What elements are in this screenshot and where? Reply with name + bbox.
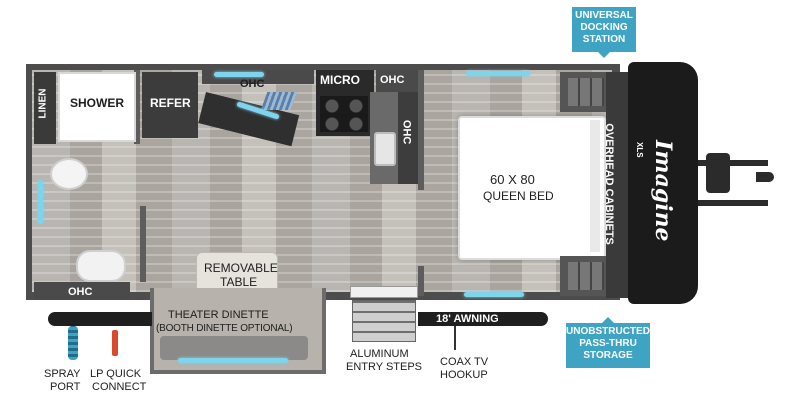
bath-partition xyxy=(140,206,146,282)
ohc-side-cabinet xyxy=(398,92,418,184)
shower-label: SHOWER xyxy=(70,96,124,110)
ohc-bottom-cabinet xyxy=(34,282,130,300)
hitch-coupler xyxy=(756,172,774,182)
bath-wall xyxy=(134,70,140,144)
lp-quick-connect-label-2: CONNECT xyxy=(92,381,147,393)
overhead-cabinets-label: OVERHEAD CABINETS xyxy=(602,123,615,245)
ohc-top-right xyxy=(376,70,418,92)
stove-burners xyxy=(320,96,368,132)
entry-door xyxy=(350,286,418,298)
micro-label: MICRO xyxy=(320,73,360,87)
bed-name-label: QUEEN BED xyxy=(483,189,554,203)
toilet xyxy=(50,158,88,190)
dinette-label: THEATER DINETTE xyxy=(168,309,269,321)
coax-label-2: HOOKUP xyxy=(440,369,488,381)
docking-callout-pointer xyxy=(598,52,610,58)
awning-label: 18' AWNING xyxy=(436,313,499,325)
dinette-optional-label: (BOOTH DINETTE OPTIONAL) xyxy=(156,323,293,334)
bedroom-partition xyxy=(418,266,424,296)
ohc-top-right-label: OHC xyxy=(380,74,405,86)
spray-port-hose xyxy=(68,326,78,360)
kitchen-partition xyxy=(418,70,424,190)
coax-hookup-line xyxy=(454,326,456,350)
tongue-jack xyxy=(706,153,730,193)
ohc-side-label: OHC xyxy=(400,119,413,145)
front-cap xyxy=(628,62,698,304)
dinette-window xyxy=(178,358,288,363)
kitchen-window xyxy=(214,72,264,77)
storage-callout-pointer xyxy=(602,317,614,323)
nightstand-bottom-drawers xyxy=(568,262,604,290)
refrigerator xyxy=(142,72,198,138)
bedroom-window-top xyxy=(466,71,530,76)
aluminum-steps-label-2: ENTRY STEPS xyxy=(346,361,423,373)
pass-thru-storage-callout: UNOBSTRUCTED PASS-THRU STORAGE xyxy=(566,323,650,368)
ohc-top-left-label: OHC xyxy=(240,78,265,90)
theater-seat xyxy=(160,336,308,360)
removable-table-label-2: TABLE xyxy=(220,275,258,289)
linen-cabinet xyxy=(34,72,56,144)
awning-rail-left xyxy=(48,312,152,326)
imagine-logo: Imagine XLS xyxy=(635,140,676,242)
coax-label-1: COAX TV xyxy=(440,356,489,368)
logo-brand: Imagine xyxy=(650,140,676,242)
hitch-frame xyxy=(698,160,768,206)
linen-label: LINEN xyxy=(37,88,49,119)
universal-docking-station-callout: UNIVERSAL DOCKING STATION xyxy=(572,7,636,52)
aluminum-steps-label-1: ALUMINUM xyxy=(350,348,409,360)
aluminum-entry-steps xyxy=(352,300,416,342)
refer-label: REFER xyxy=(150,96,191,110)
bedroom-window-bottom xyxy=(464,292,524,297)
bed-size-label: 60 x 80 xyxy=(490,172,535,187)
ohc-bottom-label: OHC xyxy=(68,286,93,298)
bath-window xyxy=(38,180,43,224)
overhead-cabinets xyxy=(606,72,628,298)
lp-quick-connect-label-1: LP QUICK xyxy=(90,368,142,380)
bed-pillows xyxy=(590,120,600,252)
shower-stall xyxy=(58,72,136,142)
logo-sub: XLS xyxy=(635,142,644,158)
awning-rail xyxy=(418,312,548,326)
lp-quick-connect-fitting xyxy=(112,330,118,356)
bath-sink xyxy=(76,250,126,282)
spray-port-label-2: PORT xyxy=(50,381,81,393)
kitchen-sink xyxy=(374,132,396,166)
spray-port-label-1: SPRAY xyxy=(44,368,81,380)
removable-table-label-1: REMOVABLE xyxy=(204,261,278,275)
nightstand-top-drawers xyxy=(568,78,604,106)
queen-bed xyxy=(458,116,606,260)
